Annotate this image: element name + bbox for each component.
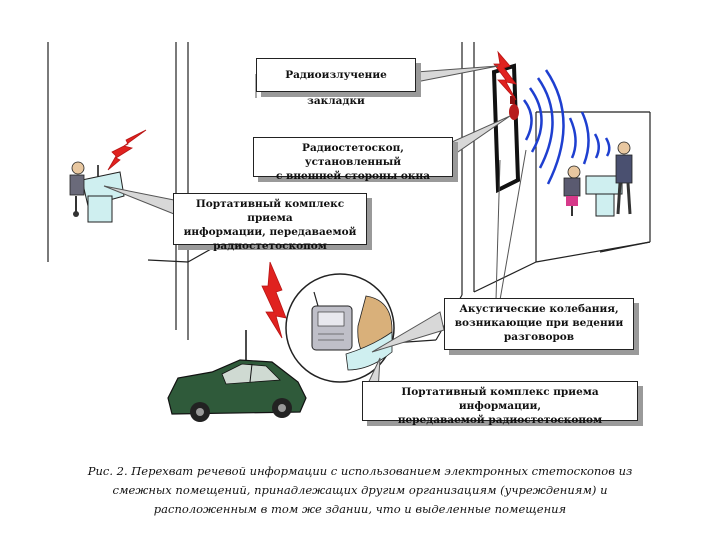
radio-emission-icon	[107, 50, 517, 339]
callout-bug-radio-emission: Радиоизлучение закладки	[256, 58, 416, 107]
right-office-figures	[563, 141, 633, 217]
callout-text-line-1: Акустические колебания,	[459, 303, 619, 315]
callout-text-line-2: передаваемой радиостетоскопом	[397, 414, 603, 426]
figure-caption: Рис. 2. Перехват речевой информации с ис…	[60, 462, 660, 519]
callout-text-line-2: возникающие при ведении	[454, 317, 624, 329]
receiver-closeup	[285, 273, 395, 383]
callout-portable-receiver-left: Портативный комплекс приема информации, …	[173, 193, 367, 252]
callout-text: Радиоизлучение закладки	[285, 69, 387, 107]
callout-text-line-3: разговоров	[503, 331, 575, 343]
left-operator-figure	[69, 161, 125, 223]
callout-text-line-1: Радиостетоскоп, установленный	[302, 142, 404, 168]
callout-acoustic-vibrations: Акустические колебания, возникающие при …	[444, 298, 634, 350]
callout-portable-receiver-bottom: Портативный комплекс приема информации, …	[362, 381, 638, 426]
callout-text-line-2: с внешней стороны окна	[276, 170, 430, 182]
callout-radio-stethoscope: Радиостетоскоп, установленный с внешней …	[253, 137, 453, 182]
callout-text-line-2: информации, передаваемой	[183, 226, 357, 238]
acoustic-waves-icon	[522, 69, 611, 185]
stethoscope-device-icon	[509, 96, 519, 120]
caption-line-3: расположенным в том же здании, что и выд…	[153, 502, 567, 516]
caption-line-1: Рис. 2. Перехват речевой информации с ис…	[87, 464, 633, 478]
callout-text-line-3: радиостетоскопом	[213, 240, 327, 252]
caption-line-2: смежных помещений, принадлежащих другим …	[112, 483, 608, 497]
callout-text-line-1: Портативный комплекс приема	[195, 198, 345, 224]
callout-text-line-1: Портативный комплекс приема информации,	[401, 386, 599, 412]
car-icon	[167, 359, 307, 422]
